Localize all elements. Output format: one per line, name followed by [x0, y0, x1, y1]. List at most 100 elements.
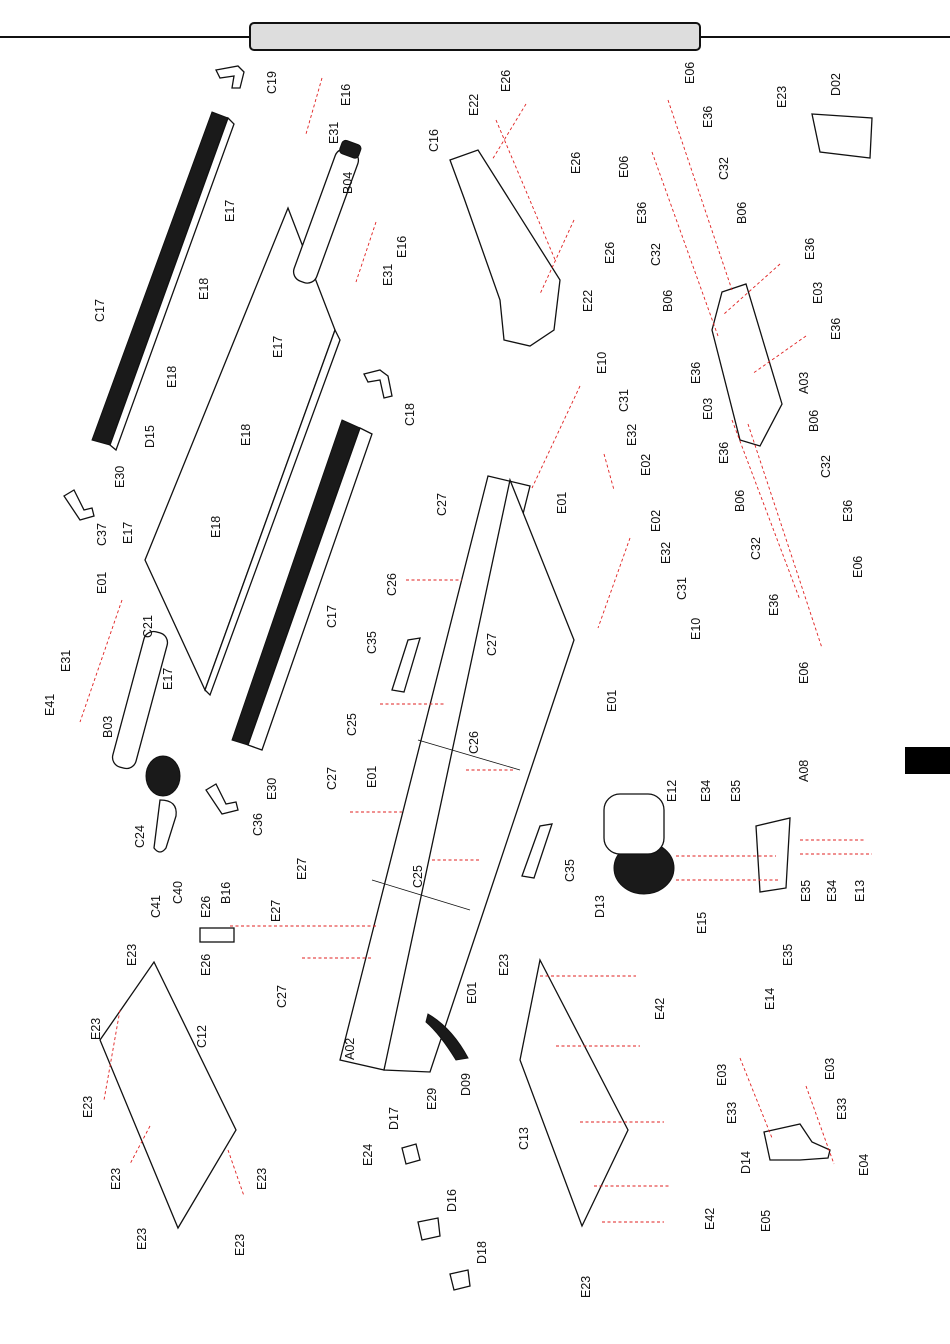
bracket-d02 [811, 113, 873, 159]
incline-frame-a03 [711, 283, 783, 447]
label-a03: A03 [797, 372, 811, 394]
label-e23: E23 [497, 954, 511, 976]
label-e01: E01 [555, 492, 569, 514]
label-e36: E36 [701, 106, 715, 128]
label-e36: E36 [635, 202, 649, 224]
label-c19: C19 [265, 71, 279, 94]
label-e26: E26 [603, 242, 617, 264]
label-e32: E32 [625, 424, 639, 446]
base-plate-c13 [519, 958, 629, 1228]
label-e23: E23 [255, 1168, 269, 1190]
label-d14: D14 [739, 1151, 753, 1174]
label-a02: A02 [343, 1038, 357, 1060]
label-e14: E14 [763, 988, 777, 1010]
label-e31: E31 [327, 122, 341, 144]
label-c32: C32 [749, 537, 763, 560]
label-a08: A08 [797, 760, 811, 782]
label-b16: B16 [219, 882, 233, 904]
motor-hood-c16 [449, 149, 561, 347]
label-c37: C37 [95, 523, 109, 546]
label-e33: E33 [725, 1102, 739, 1124]
label-e26: E26 [569, 152, 583, 174]
label-e34: E34 [699, 780, 713, 802]
main-frame-a02 [339, 475, 575, 1073]
label-e18: E18 [165, 366, 179, 388]
label-c18: C18 [403, 403, 417, 426]
label-e23: E23 [125, 944, 139, 966]
rear-roller-b04 [292, 139, 362, 284]
label-c16: C16 [427, 129, 441, 152]
label-e10: E10 [689, 618, 703, 640]
shaft-b16 [199, 927, 235, 943]
label-e36: E36 [717, 442, 731, 464]
parts [63, 65, 873, 1291]
label-e23: E23 [775, 86, 789, 108]
label-c35: C35 [365, 631, 379, 654]
label-e42: E42 [703, 1208, 717, 1230]
label-e23: E23 [135, 1228, 149, 1250]
label-c12: C12 [195, 1025, 209, 1048]
label-d15: D15 [143, 425, 157, 448]
label-e03: E03 [811, 282, 825, 304]
pulley-b03 [145, 755, 181, 797]
label-c35: C35 [563, 859, 577, 882]
label-e22: E22 [467, 94, 481, 116]
label-e06: E06 [797, 662, 811, 684]
bracket-c36 [205, 783, 239, 815]
label-e36: E36 [841, 500, 855, 522]
label-c27: C27 [435, 493, 449, 516]
label-e29: E29 [425, 1088, 439, 1110]
label-e16: E16 [339, 84, 353, 106]
label-c17: C17 [93, 299, 107, 322]
label-e22: E22 [581, 290, 595, 312]
page-tab [905, 747, 950, 774]
label-e31: E31 [381, 264, 395, 286]
label-e24: E24 [361, 1144, 375, 1166]
label-e23: E23 [109, 1168, 123, 1190]
label-d16: D16 [445, 1189, 459, 1212]
end-cap-c19 [215, 65, 245, 89]
label-e06: E06 [617, 156, 631, 178]
label-b03: B03 [101, 716, 115, 738]
label-e23: E23 [81, 1096, 95, 1118]
label-c26: C26 [385, 573, 399, 596]
label-d02: D02 [829, 73, 843, 96]
label-c17: C17 [325, 605, 339, 628]
label-e03: E03 [715, 1064, 729, 1086]
label-e27: E27 [269, 900, 283, 922]
label-c41: C41 [149, 895, 163, 918]
label-c32: C32 [819, 455, 833, 478]
leader-lines [79, 77, 872, 1223]
sensor-d17 [401, 1143, 421, 1165]
label-d13: D13 [593, 895, 607, 918]
cable-d09 [425, 1013, 469, 1061]
label-e16: E16 [395, 236, 409, 258]
label-b06: B06 [807, 410, 821, 432]
label-e01: E01 [95, 572, 109, 594]
label-e03: E03 [823, 1058, 837, 1080]
label-e34: E34 [825, 880, 839, 902]
label-c40: C40 [171, 881, 185, 904]
label-c31: C31 [675, 577, 689, 600]
label-e06: E06 [851, 556, 865, 578]
label-d17: D17 [387, 1107, 401, 1130]
label-d18: D18 [475, 1241, 489, 1264]
label-e13: E13 [853, 880, 867, 902]
label-c25: C25 [411, 865, 425, 888]
label-e31: E31 [59, 650, 73, 672]
label-e26: E26 [199, 896, 213, 918]
label-e18: E18 [239, 424, 253, 446]
label-e23: E23 [89, 1018, 103, 1040]
label-e26: E26 [199, 954, 213, 976]
label-e35: E35 [799, 880, 813, 902]
label-e12: E12 [665, 780, 679, 802]
label-e23: E23 [579, 1276, 593, 1298]
label-c13: C13 [517, 1127, 531, 1150]
label-b04: B04 [341, 172, 355, 194]
label-e01: E01 [605, 690, 619, 712]
switch-d18 [449, 1269, 471, 1291]
label-c25: C25 [345, 713, 359, 736]
label-b06: B06 [735, 202, 749, 224]
label-e02: E02 [649, 510, 663, 532]
label-e05: E05 [759, 1210, 773, 1232]
